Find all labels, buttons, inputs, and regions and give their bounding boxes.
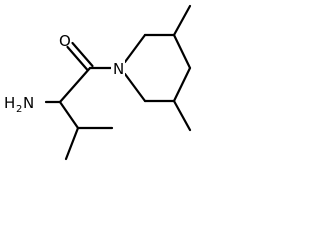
- bond-ring-methyl-bottom: [172, 99, 192, 132]
- bond-ring-methyl-top: [172, 4, 192, 37]
- bond-ring-c4-c5: [172, 66, 192, 103]
- bond-carbonyl-double-1: [66, 45, 89, 72]
- bond-carbonyl-alpha: [58, 66, 92, 104]
- atom-amine-h-label: H: [4, 94, 15, 112]
- atom-nitrogen-label: N: [113, 60, 124, 78]
- bond-ring-c3-c4: [172, 33, 192, 70]
- bond-carbonyl-double-2: [71, 41, 94, 68]
- bond-ring-n-c2: [123, 33, 147, 64]
- atom-oxygen-label: O: [59, 32, 71, 50]
- atom-amine-subscript: 2: [16, 104, 22, 115]
- atom-amine-n-label: N: [23, 94, 34, 112]
- bond-isopropyl-methyl-1: [64, 126, 80, 161]
- bond-ring-c6-n: [123, 72, 147, 103]
- chemical-structure-diagram: O N H 2 N: [4, 4, 192, 161]
- bond-alpha-isopropyl: [58, 100, 80, 130]
